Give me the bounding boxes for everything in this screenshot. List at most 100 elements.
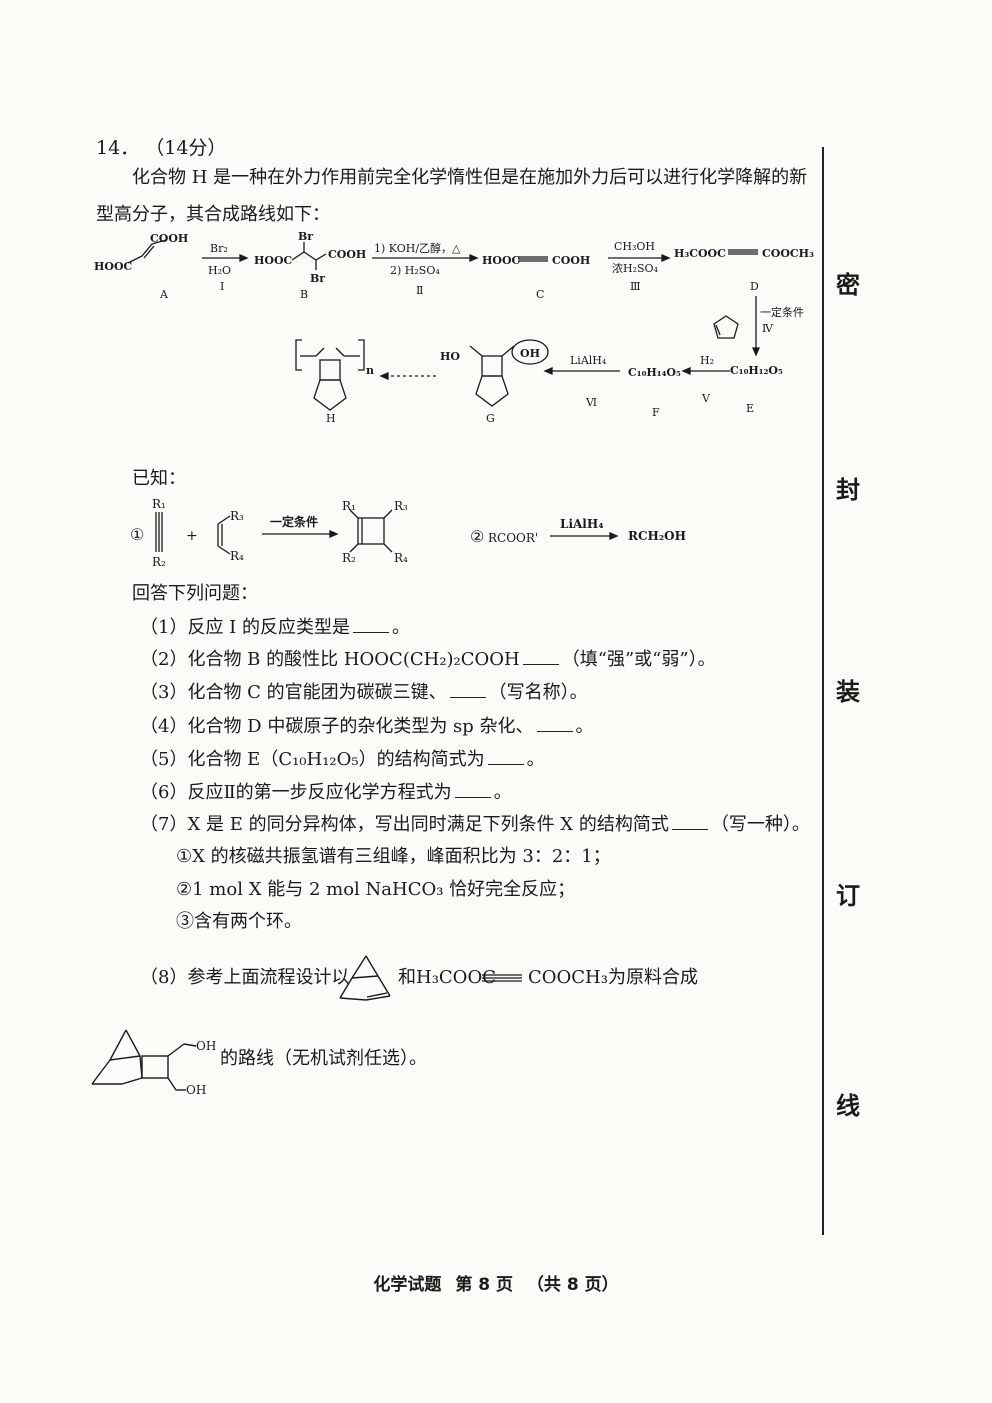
step-label-4: Ⅳ: [762, 322, 774, 335]
question-7: （7）X 是 E 的同分异构体，写出同时满足下列条件 X 的结构简式（写一种）。: [140, 811, 810, 837]
answer-blank-4[interactable]: [536, 713, 573, 732]
label-b: B: [300, 288, 308, 301]
compound-a-top: COOH: [150, 232, 188, 245]
question-2-text: （2）化合物 B 的酸性比 HOOC(CH₂)₂COOH: [140, 649, 520, 670]
compound-c-right: COOH: [552, 254, 590, 267]
question-5-text: （5）化合物 E（C₁₀H₁₂O₅）的结构简式为: [140, 749, 485, 770]
question-6-text: （6）反应Ⅱ的第一步反应化学方程式为: [140, 782, 452, 803]
question-7-end: （写一种）。: [710, 814, 810, 835]
compound-b-left: HOOC: [254, 254, 293, 267]
reagent-step6: LiAlH₄: [570, 354, 607, 367]
question-number: 14．: [96, 137, 140, 159]
product-r4: R₄: [394, 551, 408, 565]
seal-char-feng: 封: [836, 476, 860, 504]
question-7-condition-3: ③含有两个环。: [176, 911, 302, 932]
label-g: G: [486, 412, 495, 425]
question-8-text-c: COOCH₃为原料合成: [528, 967, 698, 988]
question-7-condition-1: ①X 的核磁共振氢谱有三组峰，峰面积比为 3：2：1；: [176, 846, 611, 867]
question-1-text: （1）反应 I 的反应类型是: [140, 617, 351, 638]
seal-char-mi: 密: [836, 271, 860, 299]
question-8-text-b: 和H₃COOC: [398, 967, 496, 988]
label-d: D: [750, 280, 759, 293]
question-6-end: 。: [493, 782, 512, 803]
norbornene-structure: [339, 955, 391, 1001]
question-4: （4）化合物 D 中碳原子的杂化类型为 sp 杂化、。: [140, 713, 594, 739]
step-label-3: Ⅲ: [630, 280, 641, 293]
known-title: 已知：: [132, 468, 186, 489]
compound-a-formula: HOOC: [94, 260, 133, 273]
step-label-5: Ⅴ: [701, 392, 711, 405]
label-e: E: [746, 402, 754, 415]
reagent-step2-bottom: 2) H₂SO₄: [390, 264, 440, 277]
answer-blank-5[interactable]: [487, 746, 524, 765]
footer-subject: 化学试题: [373, 1275, 442, 1295]
known-r4: R₄: [230, 549, 244, 563]
answer-blank-6[interactable]: [454, 779, 491, 798]
compound-b-br1: Br: [298, 230, 313, 243]
compound-f-formula: C₁₀H₁₄O₅: [628, 366, 681, 379]
target-diol-structure: OH OH: [91, 1029, 216, 1097]
known-reactions: ① R₁ R₂ + R₃ R₄ 一定条件 R₁ R₃ R₂ R₄ ② RCOOR…: [130, 497, 686, 569]
question-6: （6）反应Ⅱ的第一步反应化学方程式为 。: [140, 779, 512, 805]
compound-d-right: COOCH₃: [762, 247, 814, 260]
reagent-step4: 一定条件: [760, 305, 804, 319]
compound-e-formula: C₁₀H₁₂O₅: [730, 364, 783, 377]
step-label-6: Ⅵ: [585, 396, 597, 409]
question-8-text-a: （8）参考上面流程设计以: [140, 967, 350, 988]
target-oh-1: OH: [196, 1039, 216, 1053]
footer-total: （共 8 页）: [526, 1275, 619, 1295]
triple-bond-symbol: [482, 974, 522, 982]
question-3-text: （3）化合物 C 的官能团为碳碳三键、: [140, 682, 447, 703]
seal-char-zhuang: 装: [836, 678, 860, 706]
compound-b-right: COOH: [328, 248, 366, 261]
label-f: F: [652, 406, 660, 419]
reagent-step3-bottom: 浓H₂SO₄: [612, 262, 659, 275]
question-2: （2）化合物 B 的酸性比 HOOC(CH₂)₂COOH （填“强”或“弱”）。: [140, 646, 716, 672]
seal-char-xian: 线: [836, 1092, 860, 1120]
label-a: A: [159, 288, 169, 301]
label-h: H: [326, 412, 336, 425]
answer-blank-3[interactable]: [449, 679, 486, 698]
product-r1: R₁: [342, 499, 356, 513]
compound-d-left: H₃COOC: [674, 247, 726, 260]
compound-c-left: HOOC: [482, 254, 521, 267]
known-r2: R₂: [152, 555, 166, 569]
reagent-step1-top: Br₂: [210, 242, 228, 255]
synthesis-scheme: HOOC COOH HOOC COOH Br Br HOOC COOH H₃CO…: [94, 230, 814, 425]
question-intro-line1: 化合物 H 是一种在外力作用前完全化学惰性但是在施加外力后可以进行化学降解的新: [132, 167, 808, 188]
known-reagent: LiAlH₄: [560, 517, 603, 531]
known-condition: 一定条件: [270, 514, 318, 529]
known-r3: R₃: [230, 509, 244, 523]
question-score: （14分）: [145, 137, 227, 159]
footer-page: 第 8 页: [455, 1275, 513, 1295]
compound-g-oh1: HO: [440, 350, 460, 363]
label-c: C: [536, 288, 544, 301]
question-header: 14． （14分）: [96, 136, 226, 160]
target-oh-2: OH: [186, 1083, 206, 1097]
compound-b-br2: Br: [310, 272, 325, 285]
step-label-2: Ⅱ: [416, 284, 423, 297]
question-2-end: （填“强”或“弱”）。: [561, 649, 716, 670]
compound-g-oh2: OH: [520, 347, 540, 360]
step-label-1: Ⅰ: [220, 280, 224, 293]
answer-blank-7[interactable]: [671, 811, 708, 830]
polymer-subscript: n: [366, 364, 374, 377]
known-reactant: RCOOR': [488, 531, 538, 545]
question-5: （5）化合物 E（C₁₀H₁₂O₅）的结构简式为。: [140, 746, 545, 772]
answer-blank-2[interactable]: [522, 646, 559, 665]
question-1-end: 。: [392, 617, 411, 638]
question-3: （3）化合物 C 的官能团为碳碳三键、 （写名称）。: [140, 679, 588, 705]
reagent-step5: H₂: [700, 354, 714, 367]
question-1: （1）反应 I 的反应类型是 。: [140, 614, 410, 640]
known-plus: +: [186, 528, 198, 544]
reagent-step2-top: 1) KOH/乙醇，△: [374, 241, 461, 255]
product-r2: R₂: [342, 551, 356, 565]
reagent-step3-top: CH₃OH: [614, 240, 655, 253]
question-7-condition-2: ②1 mol X 能与 2 mol NaHCO₃ 恰好完全反应；: [176, 879, 576, 900]
question-4-text: （4）化合物 D 中碳原子的杂化类型为 sp 杂化、: [140, 716, 534, 737]
known-item2-mark: ②: [470, 527, 484, 546]
answer-blank-1[interactable]: [353, 614, 390, 633]
known-product: RCH₂OH: [628, 529, 686, 543]
reagent-step1-bottom: H₂O: [208, 264, 231, 277]
question-3-end: （写名称）。: [488, 682, 588, 703]
